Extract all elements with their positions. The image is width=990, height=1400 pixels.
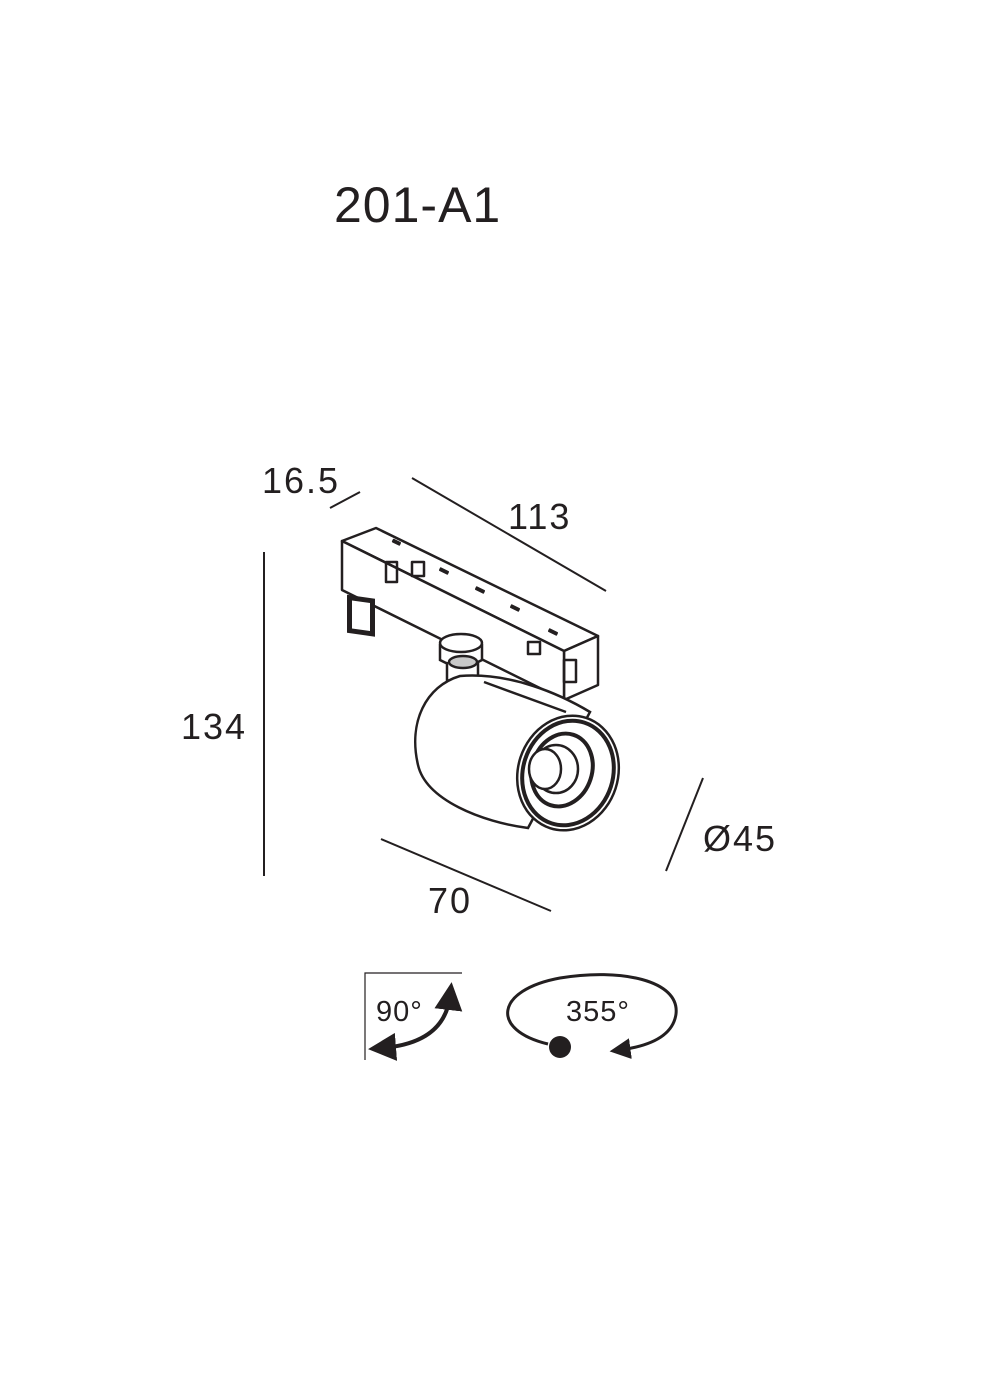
dimension-depth: 16.5 (262, 460, 341, 501)
tilt-rotation-symbol (364, 972, 463, 1061)
dimension-line-16-5 (329, 491, 361, 509)
tilt-angle-label: 90° (376, 996, 423, 1028)
dimension-diameter: Ø45 (703, 818, 778, 859)
pan-rotation-symbol (506, 973, 678, 1060)
dimension-line-70 (380, 838, 552, 912)
pan-angle-label: 355° (566, 996, 630, 1028)
dimension-length: 113 (508, 496, 572, 537)
dimension-width: 70 (428, 880, 473, 921)
dimension-line-113 (411, 477, 607, 592)
spotlight-body (414, 674, 621, 832)
model-title: 201-A1 (334, 177, 502, 233)
dimension-height: 134 (181, 706, 248, 747)
swivel-joint (438, 632, 484, 686)
track-adapter (340, 526, 600, 702)
dimension-line-diameter-45 (665, 777, 704, 872)
